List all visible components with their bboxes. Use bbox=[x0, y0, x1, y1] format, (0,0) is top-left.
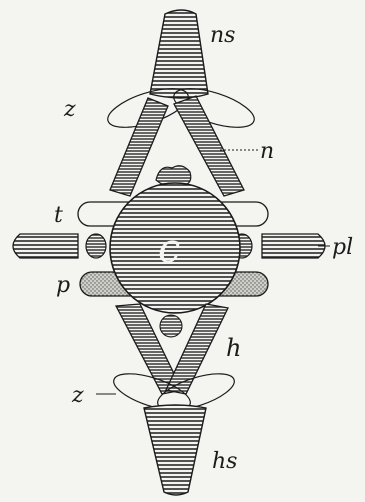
label-c: c bbox=[158, 226, 180, 272]
centrum bbox=[109, 182, 241, 314]
label-pl: pl bbox=[332, 235, 353, 260]
left-neural-arch bbox=[109, 97, 169, 197]
haemal-canal bbox=[159, 314, 183, 338]
left-foramen bbox=[85, 233, 107, 259]
neural-spine bbox=[149, 9, 209, 99]
label-n: n bbox=[260, 139, 274, 164]
label-ns: ns bbox=[210, 23, 235, 48]
label-t: t bbox=[54, 203, 63, 228]
label-hs: hs bbox=[212, 449, 237, 474]
right-neural-arch bbox=[173, 95, 245, 197]
lower-left-zygapophysis bbox=[113, 373, 191, 411]
label-z-bottom: z bbox=[71, 383, 84, 408]
left-pleurapophysis bbox=[12, 233, 79, 259]
haemal-spine bbox=[143, 404, 207, 496]
label-h: h bbox=[226, 334, 241, 362]
label-p: p bbox=[56, 273, 70, 298]
right-pleurapophysis bbox=[261, 233, 326, 259]
lower-right-zygapophysis bbox=[157, 373, 235, 411]
label-z-top: z bbox=[63, 97, 76, 122]
